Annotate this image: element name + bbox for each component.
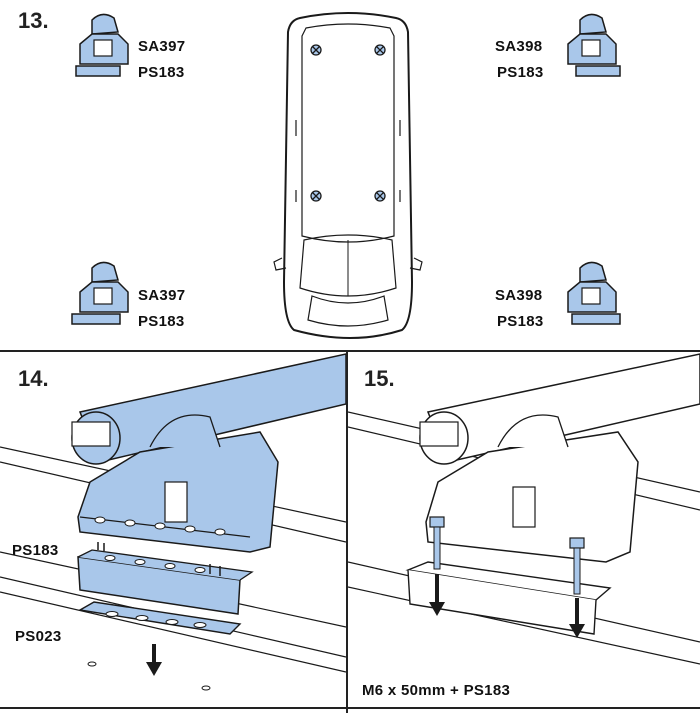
- ps183-pad-icon: [77, 542, 254, 615]
- label-ps023: PS023: [15, 628, 62, 645]
- label-bottom-right-foot: SA398: [495, 287, 543, 304]
- mount-point-icon: [310, 44, 386, 202]
- step-13-drawing: [71, 12, 621, 339]
- foot-icon-bottom-right: [567, 261, 621, 325]
- foot-icon-bottom-left: [71, 261, 129, 325]
- bottom-border: [0, 707, 700, 709]
- foot-icon-top-left: [75, 13, 129, 77]
- horizontal-divider: [0, 350, 700, 352]
- van-top-view-icon: [273, 12, 423, 339]
- foot-icon-top-right: [567, 13, 621, 77]
- label-top-right-foot: SA398: [495, 38, 543, 55]
- label-top-left-pad: PS183: [138, 64, 185, 81]
- ps023-plate-icon: [77, 601, 242, 635]
- label-top-right-pad: PS183: [497, 64, 544, 81]
- step-15-panel: 15. M6 x 50mm + PS183: [348, 352, 700, 707]
- label-bottom-left-pad: PS183: [138, 313, 185, 330]
- label-bottom-right-pad: PS183: [497, 313, 544, 330]
- step-13-number: 13.: [18, 8, 49, 33]
- step-14-drawing: [0, 353, 346, 691]
- label-ps183: PS183: [12, 542, 59, 559]
- arrow-down-icon: [146, 644, 162, 676]
- step-13-panel: 13.: [0, 0, 700, 350]
- label-top-left-foot: SA397: [138, 38, 186, 55]
- step-15-drawing: [348, 353, 700, 665]
- step-15-number: 15.: [364, 366, 395, 391]
- bolt-icon-left: [429, 516, 445, 570]
- vertical-divider: [346, 352, 348, 713]
- bolt-icon-right: [569, 537, 585, 595]
- step-15-caption: M6 x 50mm + PS183: [362, 682, 511, 699]
- arrow-down-icon: [429, 574, 585, 638]
- label-bottom-left-foot: SA397: [138, 287, 186, 304]
- step-14-panel: 14. PS183 PS023: [0, 352, 346, 707]
- step-14-number: 14.: [18, 366, 49, 391]
